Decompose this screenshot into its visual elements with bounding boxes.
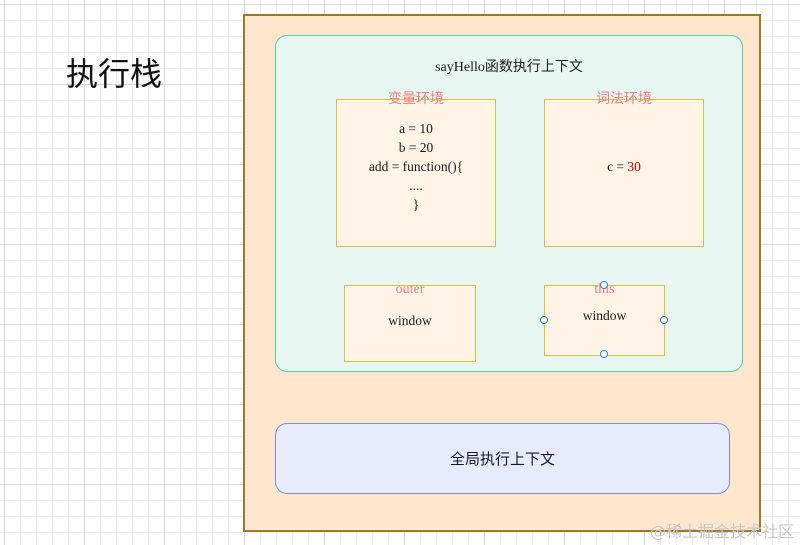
selection-handle-top[interactable] — [600, 281, 608, 289]
code-line-a: a = 10 — [399, 121, 433, 136]
selection-handle-left[interactable] — [540, 316, 548, 324]
watermark: @稀土掘金技术社区 — [649, 522, 794, 541]
code-line-ellipsis: .... — [409, 178, 423, 193]
outer-box[interactable]: outer window — [344, 282, 476, 362]
outer-value: window — [388, 313, 432, 328]
selection-handle-bottom[interactable] — [600, 350, 608, 358]
lexical-environment-box[interactable]: 词法环境 c = 30 — [544, 92, 704, 247]
page-title: 执行栈 — [66, 55, 163, 93]
function-context-title: sayHello函数执行上下文 — [435, 60, 583, 75]
code-line-close-brace: } — [412, 197, 420, 212]
variable-environment-label: 变量环境 — [388, 92, 444, 107]
variable-environment-box[interactable]: 变量环境 a = 10 b = 20 add = function(){ ...… — [336, 92, 496, 247]
this-value: window — [582, 308, 627, 323]
variable-c-value: 30 — [627, 159, 641, 174]
lexical-variable-c: c = 30 — [545, 157, 703, 176]
global-execution-context[interactable]: 全局执行上下文 — [275, 423, 730, 494]
selection-handle-right[interactable] — [660, 316, 668, 324]
this-box[interactable]: this window — [544, 282, 665, 356]
this-label: this — [594, 282, 615, 297]
code-line-b: b = 20 — [398, 140, 434, 155]
outer-label: outer — [395, 282, 425, 297]
lexical-environment-label: 词法环境 — [596, 92, 652, 107]
variable-c-name: c = — [607, 159, 628, 174]
global-context-label: 全局执行上下文 — [449, 450, 555, 468]
code-line-add: add = function(){ — [368, 159, 464, 174]
